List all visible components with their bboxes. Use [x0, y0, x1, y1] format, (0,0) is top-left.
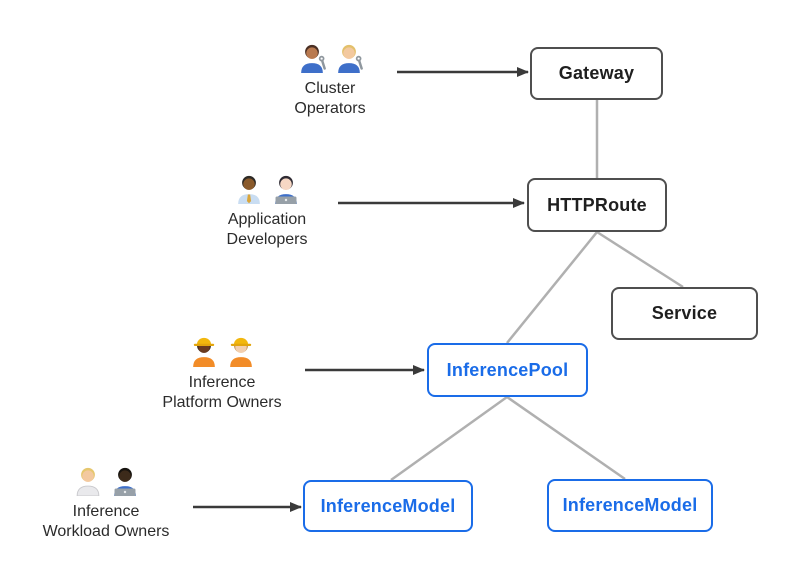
- persona-label-line: Workload Owners: [42, 523, 170, 540]
- persona-label-line: Operators: [294, 100, 366, 117]
- woman-construction-worker-icon: [192, 337, 215, 367]
- connector-httproute-to-service: [596, 230, 684, 289]
- persona-label-line: Inference: [72, 503, 140, 520]
- persona-label-line: Cluster: [304, 80, 356, 97]
- node-inferencemodel-left: InferenceModel: [303, 480, 473, 532]
- connector-httproute-to-inferencepool: [506, 231, 598, 344]
- man-mechanic-icon: [300, 44, 326, 73]
- woman-technologist-icon: [274, 175, 297, 204]
- node-inferencepool: InferencePool: [427, 343, 588, 397]
- connector-inferencepool-to-inferencemodel-right: [506, 395, 626, 481]
- persona-label-line: Platform Owners: [162, 394, 282, 411]
- node-label: Gateway: [558, 63, 635, 83]
- connector-inferencepool-to-inferencemodel-left: [390, 395, 508, 482]
- application-developers-emoji-pair: [232, 170, 303, 204]
- persona-label-line: Inference: [188, 374, 256, 391]
- persona-label-line: Application: [227, 211, 307, 228]
- node-label: InferencePool: [446, 359, 569, 380]
- node-label: Service: [651, 303, 718, 323]
- node-label: InferenceModel: [562, 495, 698, 515]
- inference-workload-owners-emoji-pair: [71, 462, 142, 496]
- node-gateway: Gateway: [530, 47, 663, 100]
- node-service: Service: [611, 287, 758, 340]
- node-httproute: HTTPRoute: [527, 178, 667, 232]
- node-label: HTTPRoute: [547, 194, 647, 215]
- woman-mechanic-icon: [337, 44, 363, 73]
- inference-platform-owners-emoji-pair: [187, 333, 258, 367]
- cluster-operators-emoji-pair: [295, 39, 366, 73]
- node-label: InferenceModel: [320, 495, 456, 516]
- node-inferencemodel-right: InferenceModel: [547, 479, 713, 532]
- man-construction-worker-icon: [229, 337, 252, 367]
- man-technologist-icon: [113, 467, 136, 496]
- health-worker-icon: [76, 467, 99, 496]
- man-office-worker-icon: [237, 175, 260, 204]
- persona-label-line: Developers: [226, 231, 308, 248]
